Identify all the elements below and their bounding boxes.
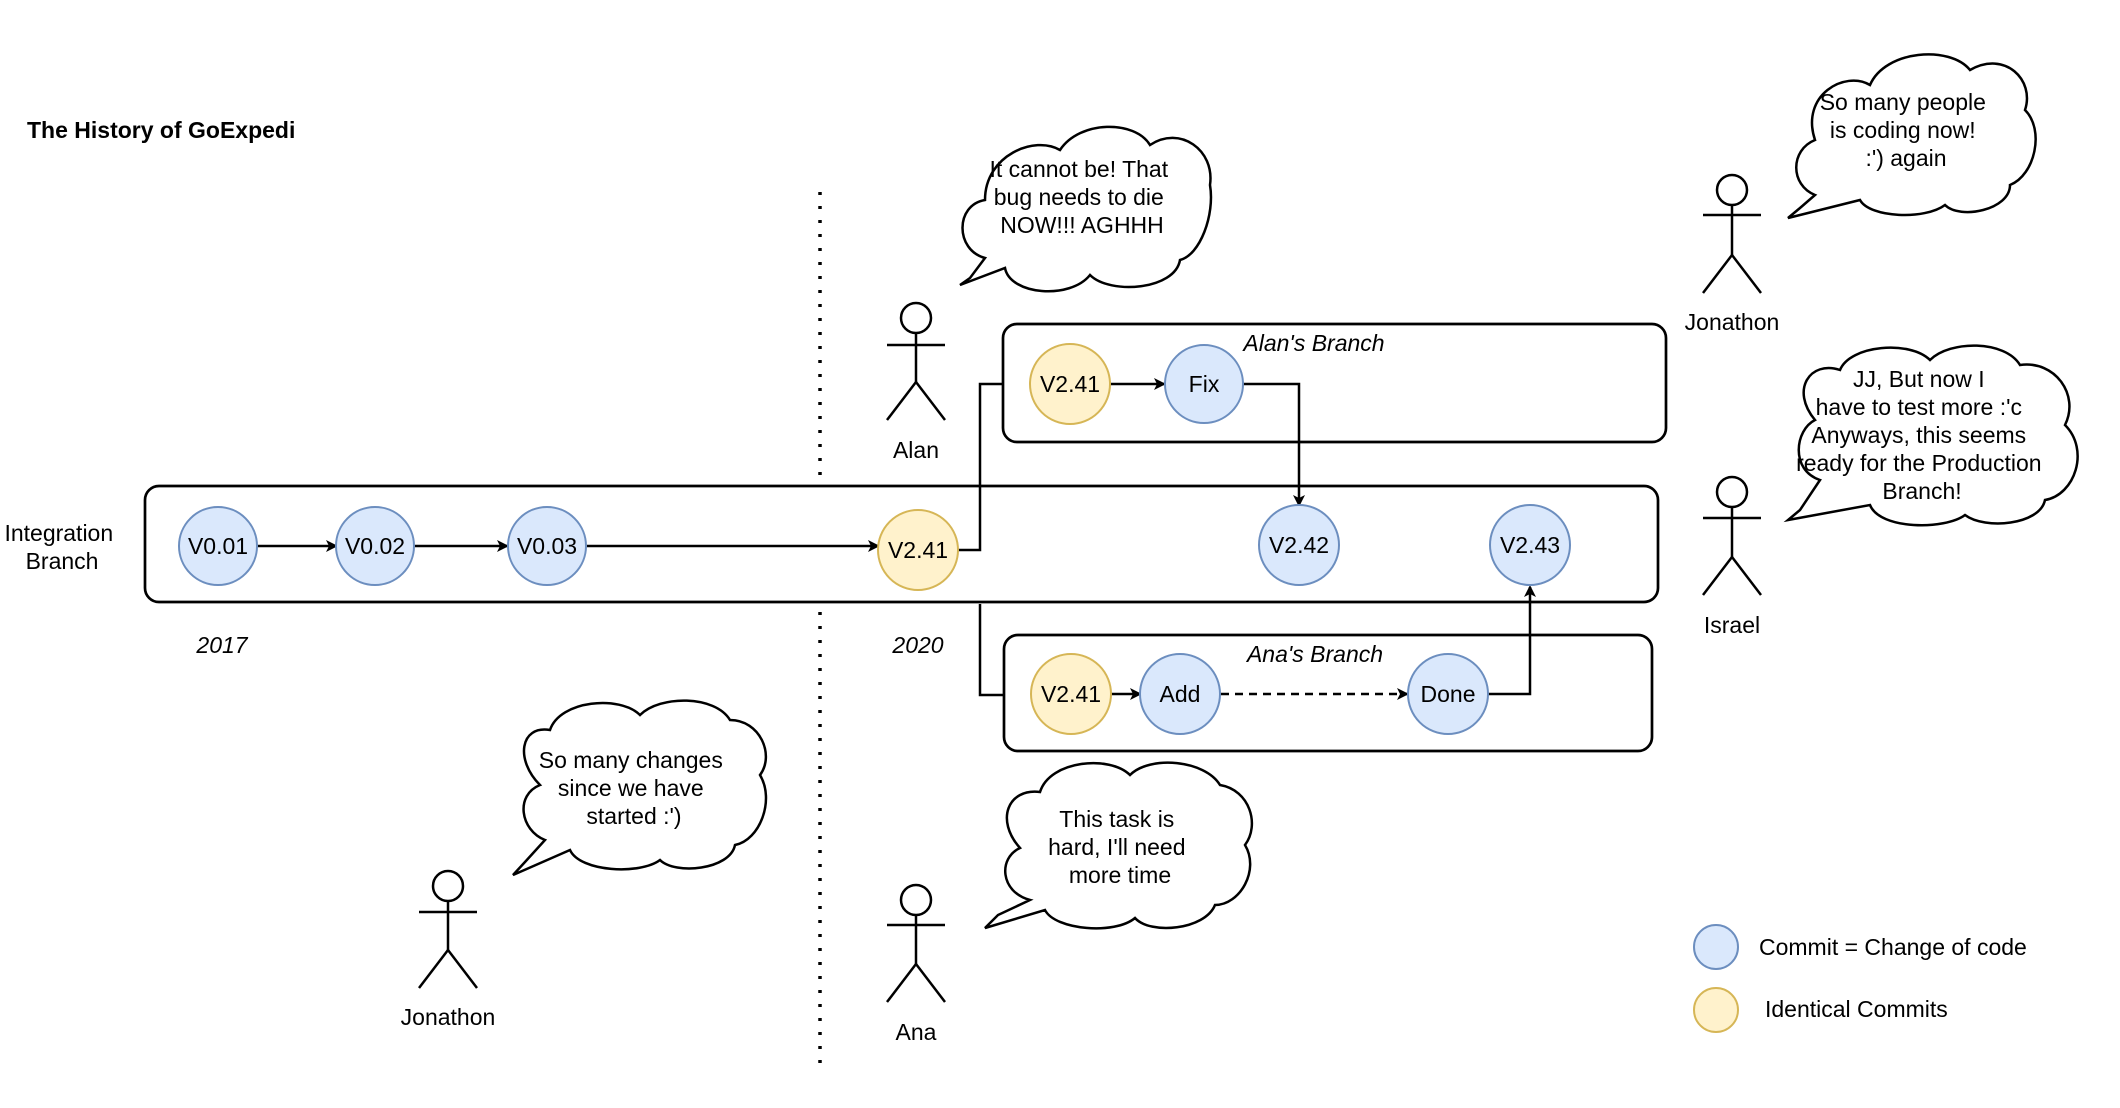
commit-fix-label: Fix xyxy=(1189,371,1220,397)
integration-label-line-1: Integration xyxy=(4,520,113,546)
commit-v241-integration-label: V2.41 xyxy=(888,537,948,563)
actor-jonathon-bottom-label: Jonathon xyxy=(401,1004,496,1030)
actor-ana-icon xyxy=(886,883,946,1003)
svg-text:JJ, But now I have to te: JJ, But now I have to test more :'c Anyw… xyxy=(1796,366,2048,504)
commit-v002 xyxy=(335,506,415,586)
commit-v242-label: V2.42 xyxy=(1269,532,1329,558)
speech-bubble-jonathon-top: So many people is coding now! :') again xyxy=(1787,53,2037,220)
year-2020: 2020 xyxy=(891,632,943,658)
commit-v242 xyxy=(1258,504,1340,586)
actor-ana-label: Ana xyxy=(896,1019,937,1045)
actor-alan-label: Alan xyxy=(893,437,939,463)
commit-add xyxy=(1139,653,1221,735)
commit-v241-ana xyxy=(1030,653,1112,735)
bubble-jonathon-bottom-line-1: So many changes xyxy=(539,747,723,773)
legend: Commit = Change of code Identical Commit… xyxy=(1693,924,2027,1033)
bubble-ana-line-1: This task is xyxy=(1059,806,1174,832)
commit-v241-alan xyxy=(1029,343,1111,425)
commit-v001-label: V0.01 xyxy=(188,533,248,559)
legend-commit-label: Commit = Change of code xyxy=(1759,934,2027,960)
commit-v003-label: V0.03 xyxy=(517,533,577,559)
bubble-ana-line-2: hard, I'll need xyxy=(1048,834,1185,860)
commit-done-label: Done xyxy=(1421,681,1476,707)
legend-identical-swatch xyxy=(1693,987,1739,1033)
svg-text:This task is hard, I'll: This task is hard, I'll need more time xyxy=(1048,806,1192,888)
commit-v002-label: V0.02 xyxy=(345,533,405,559)
speech-bubble-alan: It cannot be! That bug needs to die NOW!… xyxy=(959,125,1213,293)
actor-jonathon-bottom-icon xyxy=(418,869,478,989)
speech-bubble-israel: JJ, But now I have to test more :'c Anyw… xyxy=(1783,344,2079,527)
commit-fix xyxy=(1164,344,1244,424)
year-2017: 2017 xyxy=(195,632,248,658)
commit-done xyxy=(1407,653,1489,735)
ana-branch-title: Ana's Branch xyxy=(1245,641,1383,667)
speech-bubble-ana: This task is hard, I'll need more time xyxy=(984,761,1254,930)
bubble-alan-line-3: NOW!!! AGHHH xyxy=(1000,212,1164,238)
commit-v003 xyxy=(507,506,587,586)
commit-v241-ana-label: V2.41 xyxy=(1041,681,1101,707)
bubble-israel-line-4: ready for the Production xyxy=(1796,450,2041,476)
bubble-jonathon-bottom-line-3: started :') xyxy=(586,803,681,829)
edge-fix-v242 xyxy=(1243,382,1305,507)
commit-v241-alan-label: V2.41 xyxy=(1040,371,1100,397)
commit-v001 xyxy=(178,506,258,586)
svg-text:It cannot be! That bug n: It cannot be! That bug needs to die NOW!… xyxy=(990,156,1175,238)
actor-alan-icon xyxy=(886,301,946,421)
svg-text:So many people is coding: So many people is coding now! :') again xyxy=(1820,89,1993,171)
bubble-israel-line-3: Anyways, this seems xyxy=(1811,422,2026,448)
bubble-jonathon-top-line-2: is coding now! xyxy=(1830,117,1976,143)
actor-jonathon-top-icon xyxy=(1702,173,1762,294)
actor-israel-icon xyxy=(1702,475,1762,596)
integration-label-line-2: Branch xyxy=(26,548,99,574)
commit-v243-label: V2.43 xyxy=(1500,532,1560,558)
legend-commit-swatch xyxy=(1693,924,1739,970)
diagram-title: The History of GoExpedi xyxy=(27,117,295,143)
edge-done-v243 xyxy=(1488,585,1536,696)
bubble-jonathon-top-line-3: :') again xyxy=(1865,145,1946,171)
bubble-jonathon-bottom-line-2: since we have xyxy=(558,775,704,801)
bubble-israel-line-2: have to test more :'c xyxy=(1816,394,2022,420)
svg-text:So many changes since we: So many changes since we have started :'… xyxy=(539,747,730,829)
integration-branch-label: Integration Branch xyxy=(4,520,119,574)
actor-israel-label: Israel xyxy=(1704,612,1760,638)
bubble-israel-line-1: JJ, But now I xyxy=(1853,366,1985,392)
commit-add-label: Add xyxy=(1160,681,1201,707)
speech-bubble-jonathon-bottom: So many changes since we have started :'… xyxy=(512,699,768,877)
commit-v243 xyxy=(1489,504,1571,586)
edge-v241-to-alan-branch xyxy=(958,382,1004,552)
bubble-jonathon-top-line-1: So many people xyxy=(1820,89,1986,115)
bubble-alan-line-1: It cannot be! That xyxy=(990,156,1169,182)
bubble-israel-line-5: Branch! xyxy=(1882,478,1961,504)
edge-v241-to-ana-branch xyxy=(978,604,1004,697)
legend-identical-label: Identical Commits xyxy=(1765,996,1948,1022)
commit-v241-integration xyxy=(877,509,959,591)
bubble-alan-line-2: bug needs to die xyxy=(994,184,1164,210)
actor-jonathon-top-label: Jonathon xyxy=(1685,309,1780,335)
alan-branch-title: Alan's Branch xyxy=(1241,330,1384,356)
bubble-ana-line-3: more time xyxy=(1069,862,1171,888)
